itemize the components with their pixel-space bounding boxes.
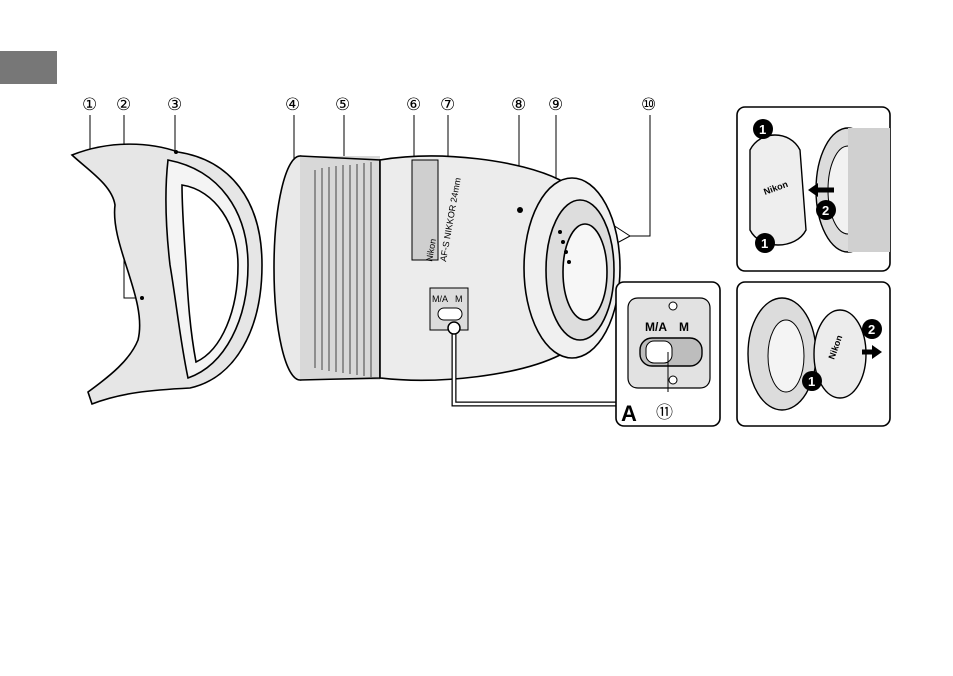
callout-11: ⑪ (656, 403, 673, 423)
inset-a-m-label: M (679, 320, 689, 334)
rear-cap-step2: 2 (868, 322, 875, 337)
inset-a-letter: A (621, 401, 637, 426)
front-cap-step1-top: 1 (759, 122, 766, 137)
lens-switch-m: M (455, 294, 463, 304)
rear-cap-inset: Nikon (737, 282, 890, 426)
lens-mount (524, 178, 620, 358)
lens-switch-ma: M/A (432, 294, 448, 304)
front-cap-step2: 2 (822, 203, 829, 218)
front-cap-step1-bottom: 1 (761, 236, 768, 251)
rear-cap-step1: 1 (808, 374, 815, 389)
lens-hood (72, 144, 262, 404)
inset-a-ma-label: M/A (645, 320, 667, 334)
